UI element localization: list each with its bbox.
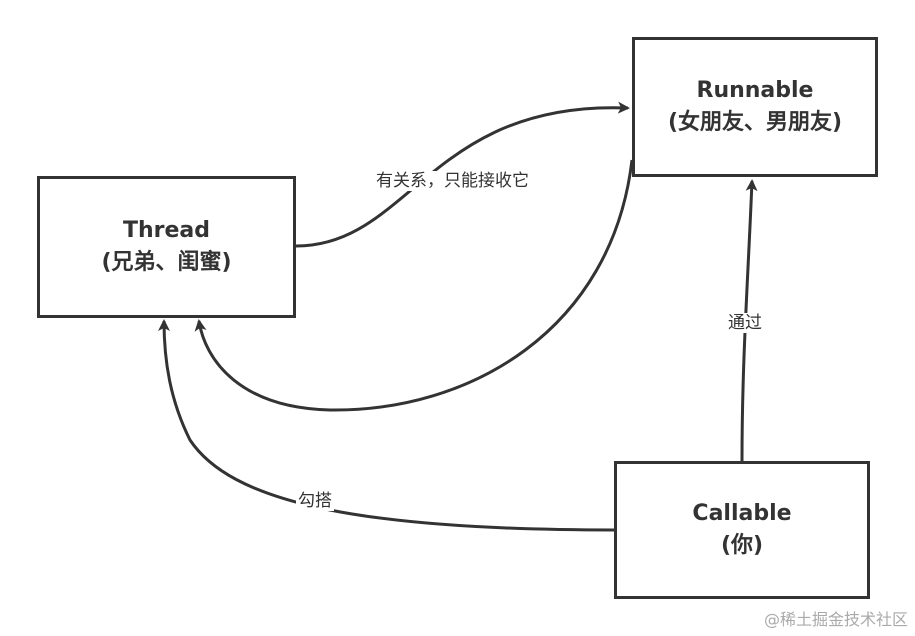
edge-label-callable-to-runnable: 通过: [726, 313, 764, 333]
node-callable[interactable]: Callable (你): [614, 461, 870, 599]
edge-callable-to-thread: [158, 319, 615, 532]
node-thread[interactable]: Thread (兄弟、闺蜜): [37, 176, 296, 318]
node-runnable[interactable]: Runnable (女朋友、男朋友): [632, 37, 878, 177]
node-callable-subtitle: (你): [720, 533, 764, 558]
node-thread-subtitle: (兄弟、闺蜜): [101, 250, 232, 275]
watermark: @稀土掘金技术社区: [763, 610, 908, 629]
edge-label-thread-to-runnable: 有关系，只能接收它: [374, 171, 531, 191]
node-thread-title: Thread: [122, 218, 211, 243]
edge-label-callable-to-thread: 勾搭: [296, 491, 334, 511]
node-runnable-subtitle: (女朋友、男朋友): [667, 110, 843, 135]
node-callable-title: Callable: [692, 501, 792, 526]
node-runnable-title: Runnable: [696, 78, 814, 103]
edge-runnable-to-thread: [194, 159, 634, 412]
